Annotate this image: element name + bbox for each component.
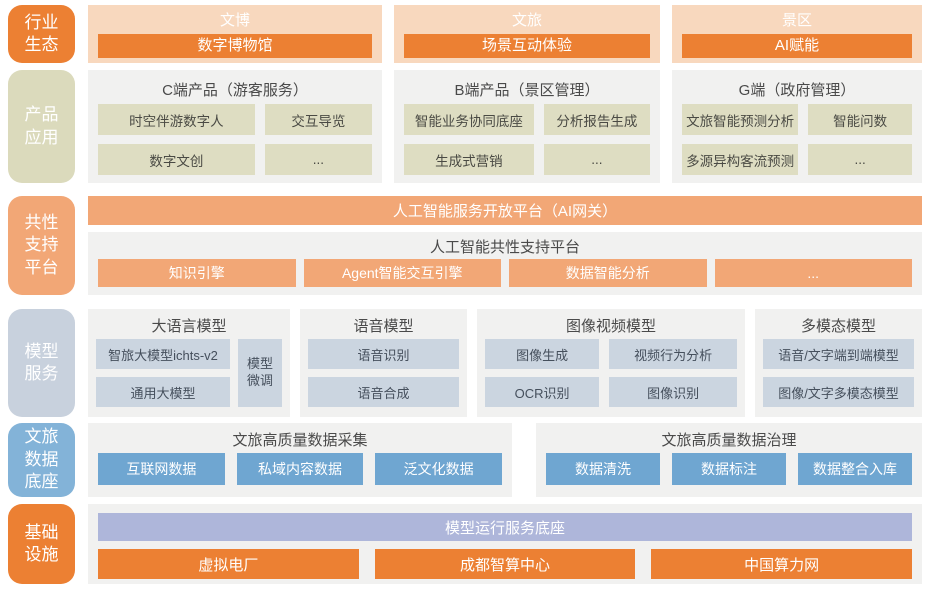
product-item: 智能问数	[808, 104, 912, 135]
product-item: 文旅智能预测分析	[682, 104, 799, 135]
eco-bar: 数字博物馆	[98, 34, 372, 58]
label-infrastructure: 基础 设施	[8, 504, 75, 584]
model-group-llm: 大语言模型 智旅大模型ichts-v2 模型 微调 通用大模型	[88, 309, 290, 417]
eco-block-tourism: 文旅 场景互动体验	[394, 5, 660, 63]
group-heading: 大语言模型	[151, 318, 227, 335]
data-group-collection: 文旅高质量数据采集 互联网数据 私域内容数据 泛文化数据	[88, 423, 512, 497]
product-item-more: ...	[543, 144, 650, 175]
eco-block-scenic-area: 景区 AI赋能	[672, 5, 922, 63]
group-heading: 多模态模型	[800, 318, 876, 335]
data-item: 泛文化数据	[375, 453, 503, 485]
group-heading: G端（政府管理）	[738, 82, 856, 99]
ai-gateway-bar: 人工智能服务开放平台（AI网关）	[88, 196, 922, 225]
model-item: 语音识别	[308, 339, 459, 369]
row-data-foundation: 文旅 数据 底座 文旅高质量数据采集 互联网数据 私域内容数据 泛文化数据 文旅…	[8, 423, 922, 497]
label-product-application: 产品 应用	[8, 70, 75, 183]
eco-bar: AI赋能	[682, 34, 912, 58]
product-item: 生成式营销	[404, 144, 534, 175]
data-item: 数据标注	[672, 453, 786, 485]
model-item: 语音合成	[308, 377, 459, 407]
model-item: 通用大模型	[96, 377, 230, 407]
infra-item-virtual-power-plant: 虚拟电厂	[98, 549, 359, 579]
data-group-governance: 文旅高质量数据治理 数据清洗 数据标注 数据整合入库	[536, 423, 922, 497]
model-item: 图像识别	[609, 377, 737, 407]
eco-block-museum: 文博 数字博物馆	[88, 5, 382, 63]
industry-columns: 文博 数字博物馆 文旅 场景互动体验 景区 AI赋能	[88, 5, 922, 63]
product-group-c-end: C端产品（游客服务） 时空伴游数字人 交互导览 数字文创 ...	[88, 70, 382, 183]
data-item: 数据清洗	[546, 453, 660, 485]
infra-item-chengdu-computing-center: 成都智算中心	[374, 549, 636, 579]
model-item: 图像生成	[485, 339, 600, 369]
data-item: 私域内容数据	[236, 453, 364, 485]
product-group-b-end: B端产品（景区管理） 智能业务协同底座 分析报告生成 生成式营销 ...	[394, 70, 660, 183]
row-common-support-platform: 共性 支持 平台 人工智能服务开放平台（AI网关） 人工智能共性支持平台 知识引…	[8, 196, 922, 295]
platform-item: 数据智能分析	[509, 259, 707, 287]
group-heading: B端产品（景区管理）	[454, 82, 600, 99]
product-item-more: ...	[808, 144, 912, 175]
model-group-image-video: 图像视频模型 图像生成 视频行为分析 OCR识别 图像识别	[477, 309, 745, 417]
group-heading: 文旅高质量数据治理	[661, 432, 797, 449]
model-item: 智旅大模型ichts-v2	[96, 339, 230, 369]
platform-item: Agent智能交互引擎	[303, 259, 501, 287]
group-heading: 语音模型	[353, 318, 414, 335]
platform-item-more: ...	[714, 259, 912, 287]
model-item: 图像/文字多模态模型	[763, 377, 914, 407]
common-platform-heading: 人工智能共性支持平台	[429, 239, 580, 256]
common-platform-panel: 人工智能共性支持平台 知识引擎 Agent智能交互引擎 数据智能分析 ...	[88, 232, 922, 295]
data-item: 数据整合入库	[798, 453, 912, 485]
label-data-foundation: 文旅 数据 底座	[8, 423, 75, 497]
data-item: 互联网数据	[98, 453, 225, 485]
product-item: 数字文创	[98, 144, 255, 175]
model-item: 语音/文字端到端模型	[763, 339, 914, 369]
label-common-support-platform: 共性 支持 平台	[8, 196, 75, 295]
model-runtime-base-bar: 模型运行服务底座	[98, 513, 912, 541]
model-item: 视频行为分析	[609, 339, 737, 369]
model-group-speech: 语音模型 语音识别 语音合成	[300, 309, 467, 417]
data-groups: 文旅高质量数据采集 互联网数据 私域内容数据 泛文化数据 文旅高质量数据治理 数…	[88, 423, 922, 497]
row-industry-ecosystem: 行业 生态 文博 数字博物馆 文旅 场景互动体验 景区 AI赋能	[8, 5, 922, 63]
eco-title: 景区	[781, 12, 812, 29]
model-groups: 大语言模型 智旅大模型ichts-v2 模型 微调 通用大模型 语音模型 语音识…	[88, 309, 922, 417]
product-item: 交互导览	[264, 104, 372, 135]
group-heading: 图像视频模型	[565, 318, 656, 335]
row-infrastructure: 基础 设施 模型运行服务底座 虚拟电厂 成都智算中心 中国算力网	[8, 504, 922, 584]
product-group-g-end: G端（政府管理） 文旅智能预测分析 智能问数 多源异构客流预测 ...	[672, 70, 922, 183]
model-item: OCR识别	[485, 377, 600, 407]
infrastructure-panel: 模型运行服务底座 虚拟电厂 成都智算中心 中国算力网	[88, 504, 922, 584]
product-item: 多源异构客流预测	[682, 144, 799, 175]
group-heading: 文旅高质量数据采集	[232, 432, 368, 449]
product-groups: C端产品（游客服务） 时空伴游数字人 交互导览 数字文创 ... B端产品（景区…	[88, 70, 922, 183]
product-item-more: ...	[264, 144, 372, 175]
product-item: 智能业务协同底座	[404, 104, 534, 135]
model-finetune-box: 模型 微调	[238, 339, 282, 407]
eco-title: 文旅	[511, 12, 542, 29]
eco-title: 文博	[219, 12, 250, 29]
product-item: 时空伴游数字人	[98, 104, 255, 135]
label-industry-ecosystem: 行业 生态	[8, 5, 75, 63]
group-heading: C端产品（游客服务）	[162, 82, 308, 99]
eco-bar: 场景互动体验	[404, 34, 650, 58]
label-model-services: 模型 服务	[8, 309, 75, 417]
row-product-application: 产品 应用 C端产品（游客服务） 时空伴游数字人 交互导览 数字文创 ... B…	[8, 70, 922, 183]
platform-item: 知识引擎	[98, 259, 296, 287]
product-item: 分析报告生成	[543, 104, 650, 135]
row-model-services: 模型 服务 大语言模型 智旅大模型ichts-v2 模型 微调 通用大模型 语音…	[8, 309, 922, 417]
model-group-multimodal: 多模态模型 语音/文字端到端模型 图像/文字多模态模型	[755, 309, 922, 417]
infra-item-china-computing-network: 中国算力网	[651, 549, 913, 579]
